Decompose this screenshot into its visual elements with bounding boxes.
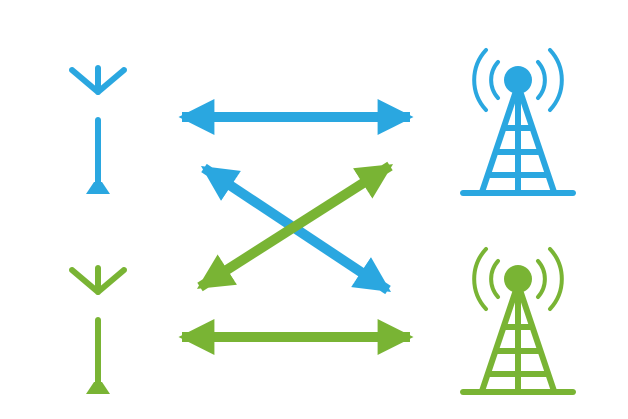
- antenna-green-icon: [69, 265, 127, 394]
- antenna-blue-icon: [69, 65, 127, 194]
- arrow-green-diagonal: [196, 161, 394, 292]
- tower-green-icon: [460, 247, 576, 395]
- tower-blue-icon: [460, 48, 576, 196]
